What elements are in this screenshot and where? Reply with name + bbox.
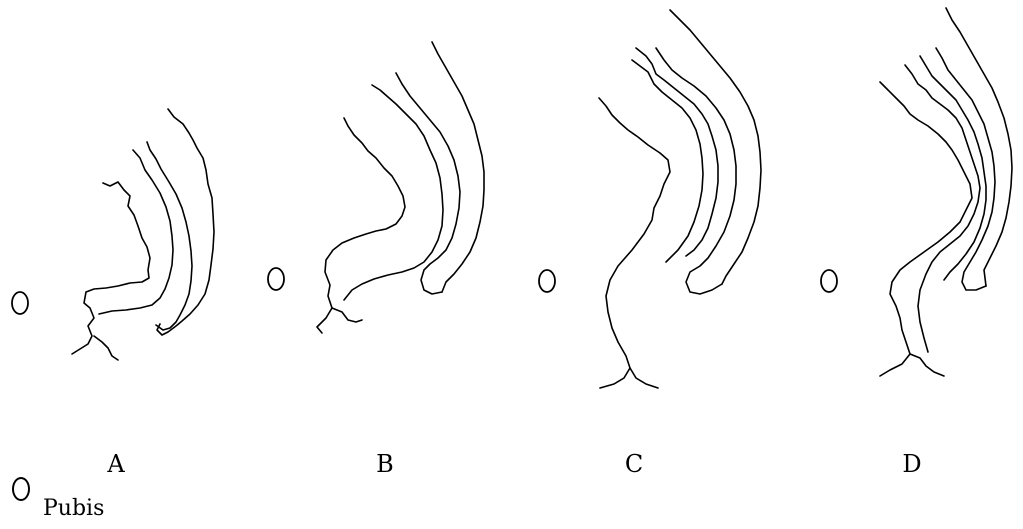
- panel-c-middle-wall-upper: [636, 48, 718, 256]
- panel-c-anterior-wall-right: [630, 368, 658, 388]
- panel-c-drawing: [539, 10, 761, 388]
- panel-b-anterior-wall: [317, 118, 405, 333]
- panel-a-anterior-wall-lower: [94, 336, 118, 360]
- panel-label-c: C: [625, 452, 643, 476]
- panel-a-drawing: [12, 109, 214, 360]
- panel-d-drawing: [821, 8, 1012, 376]
- panel-a-anterior-wall: [72, 182, 150, 354]
- pubis-circle-icon: [12, 292, 28, 314]
- panel-label-b: B: [376, 452, 394, 476]
- panel-label-d: D: [902, 452, 921, 476]
- pubis-circle-icon: [268, 268, 284, 290]
- pubis-circle-icon: [821, 270, 837, 292]
- panel-b-middle-wall-lower: [396, 73, 460, 294]
- panel-c-anterior-wall: [599, 98, 670, 388]
- panel-b-drawing: [268, 42, 484, 333]
- panel-d-anterior-wall-right: [910, 354, 944, 376]
- panel-a-middle-wall-upper: [99, 150, 173, 314]
- panel-d-fold-1: [905, 65, 980, 352]
- pubis-circle-icon: [12, 477, 30, 501]
- legend: Pubis: [8, 472, 168, 528]
- pubis-circle-icon: [539, 270, 555, 292]
- panel-c-inner-wall: [656, 48, 736, 294]
- panel-b-posterior-wall: [432, 42, 484, 292]
- panel-d-anterior-wall: [880, 82, 972, 376]
- panel-b-anterior-wall-lower: [332, 308, 362, 322]
- panel-a-middle-wall-lower: [147, 142, 192, 330]
- legend-pubis-label: Pubis: [43, 498, 104, 520]
